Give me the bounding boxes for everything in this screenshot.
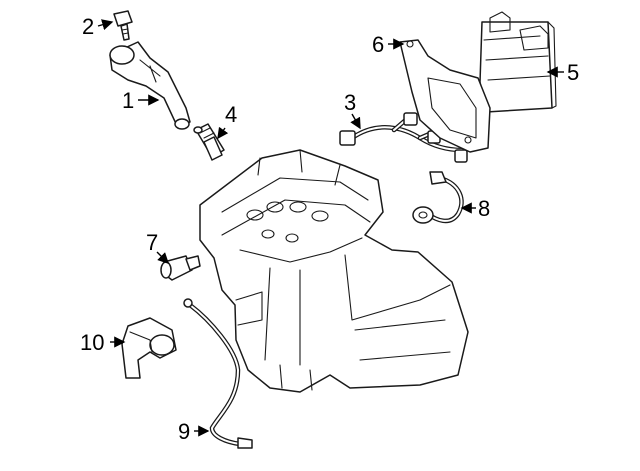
callout-8: 8: [478, 196, 490, 221]
callout-2: 2: [82, 14, 94, 39]
leader-lines: [97, 19, 564, 437]
callout-3: 3: [344, 90, 356, 115]
callout-5: 5: [567, 60, 579, 85]
leader-2: [97, 19, 114, 31]
engine-assembly: [199, 149, 469, 393]
callout-9: 9: [178, 419, 190, 444]
leader-7: [156, 251, 169, 264]
callout-labels: 2 1 4 3 6 5 8 7 10 9: [80, 14, 579, 444]
oxygen-sensor-part: [183, 298, 253, 449]
callout-6: 6: [372, 32, 384, 57]
engine-control-module-part: [479, 11, 557, 113]
leader-4: [217, 126, 229, 140]
knock-sensor-part: [412, 171, 464, 224]
ignition-coil-part: [109, 41, 191, 130]
callout-7: 7: [146, 230, 158, 255]
wiring-harness-part: [339, 112, 468, 163]
position-sensor-small-part: [160, 255, 201, 281]
callout-10: 10: [80, 330, 104, 355]
ecm-bracket-part: [399, 39, 491, 153]
callout-1: 1: [122, 88, 134, 113]
spark-plug-part: [193, 123, 225, 161]
leader-3: [350, 113, 361, 130]
position-sensor-large-part: [121, 317, 177, 379]
callout-4: 4: [225, 102, 237, 127]
bolt-part: [113, 10, 133, 41]
